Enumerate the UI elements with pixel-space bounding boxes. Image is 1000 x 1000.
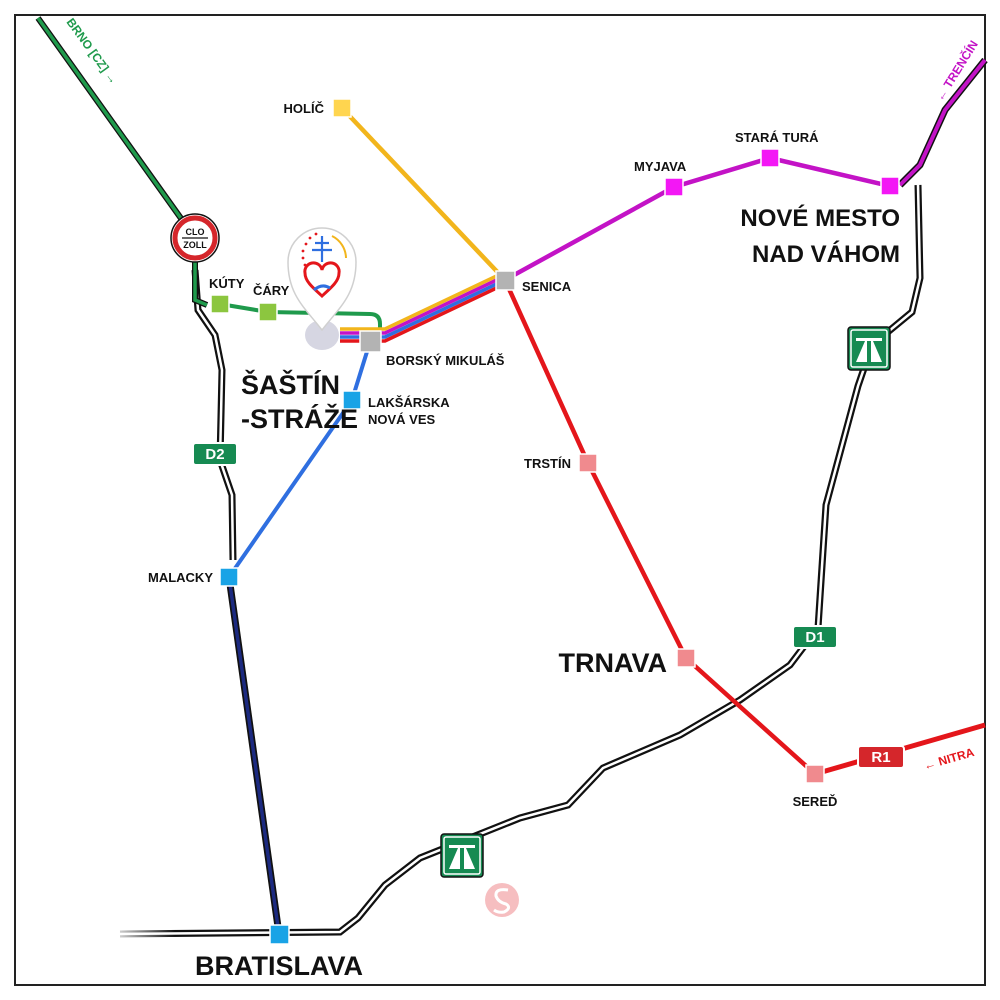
border-sign-top: CLO (186, 227, 205, 237)
label-cary: ČÁRY (253, 283, 290, 298)
stop-malacky[interactable] (219, 567, 239, 587)
direction-nitra: ← NITRA (922, 745, 976, 773)
stop-myjava[interactable] (664, 177, 684, 197)
shield-r1: R1 (857, 745, 905, 769)
line-bundle (340, 278, 506, 339)
border-sign-bottom: ZOLL (183, 240, 207, 250)
line-senica-sered (502, 279, 817, 776)
stop-holic[interactable] (332, 98, 352, 118)
label-trstin: TRSTÍN (524, 456, 571, 471)
label-malacky: MALACKY (148, 570, 213, 585)
stop-borsky-mikulas[interactable] (359, 330, 382, 353)
shield-d2-label: D2 (205, 446, 224, 463)
border-sign-icon: CLO ZOLL (170, 213, 220, 263)
shield-d1: D1 (792, 625, 838, 649)
motorway-sign-icon (847, 326, 891, 371)
motorway-sign-icon (440, 833, 484, 878)
stop-cary[interactable] (258, 302, 278, 322)
direction-brno: BRNO [CZ] → (64, 16, 121, 87)
label-senica: SENICA (522, 279, 572, 294)
stop-sered[interactable] (805, 764, 825, 784)
city-labels: ŠAŠTÍN -STRÁŽE NOVÉ MESTO NAD VÁHOM TRNA… (195, 204, 900, 981)
line-nove-mesto-senica (503, 155, 891, 282)
label-stara-tura: STARÁ TURÁ (735, 130, 819, 145)
stop-trstin[interactable] (578, 453, 598, 473)
label-laksarska-2: NOVÁ VES (368, 412, 436, 427)
label-myjava: MYJAVA (634, 159, 687, 174)
city-bratislava: BRATISLAVA (195, 951, 363, 981)
line-brno-border (35, 16, 209, 308)
station-labels: HOLÍČ KÚTY ČÁRY SENICA MYJAVA STARÁ TURÁ… (148, 101, 837, 809)
label-sered: SEREĎ (793, 794, 838, 809)
stop-trnava[interactable] (676, 648, 696, 668)
label-laksarska-1: LAKŠÁRSKA (368, 395, 450, 410)
map-frame (14, 14, 986, 986)
stop-senica[interactable] (495, 270, 516, 291)
label-holic: HOLÍČ (284, 101, 325, 116)
shield-d1-label: D1 (805, 629, 824, 646)
label-kuty: KÚTY (209, 276, 245, 291)
city-trnava: TRNAVA (559, 648, 668, 678)
line-kuty-borsky (219, 302, 382, 344)
stations (210, 98, 900, 945)
pilgrimage-pin-icon[interactable] (287, 227, 357, 350)
line-holic-senica (340, 106, 507, 282)
watermark-logo-icon (485, 883, 519, 917)
stop-laksarska[interactable] (342, 390, 362, 410)
road-shields: D2 D1 R1 (192, 442, 905, 769)
stop-nove-mesto[interactable] (880, 176, 900, 196)
shield-d2: D2 (192, 442, 238, 466)
label-borsky-mikulas: BORSKÝ MIKULÁŠ (386, 353, 505, 368)
route-lines (35, 16, 988, 935)
stop-bratislava[interactable] (269, 924, 290, 945)
stop-stara-tura[interactable] (760, 148, 780, 168)
city-sastin-1: ŠAŠTÍN (241, 369, 340, 400)
city-sastin-2: -STRÁŽE (241, 403, 358, 434)
city-nove-mesto-2: NAD VÁHOM (752, 240, 900, 268)
stop-kuty[interactable] (210, 294, 230, 314)
city-nove-mesto-1: NOVÉ MESTO (740, 204, 900, 232)
shield-r1-label: R1 (871, 749, 890, 766)
direction-labels: BRNO [CZ] → ← TRENČÍN ← NITRA (64, 16, 981, 773)
